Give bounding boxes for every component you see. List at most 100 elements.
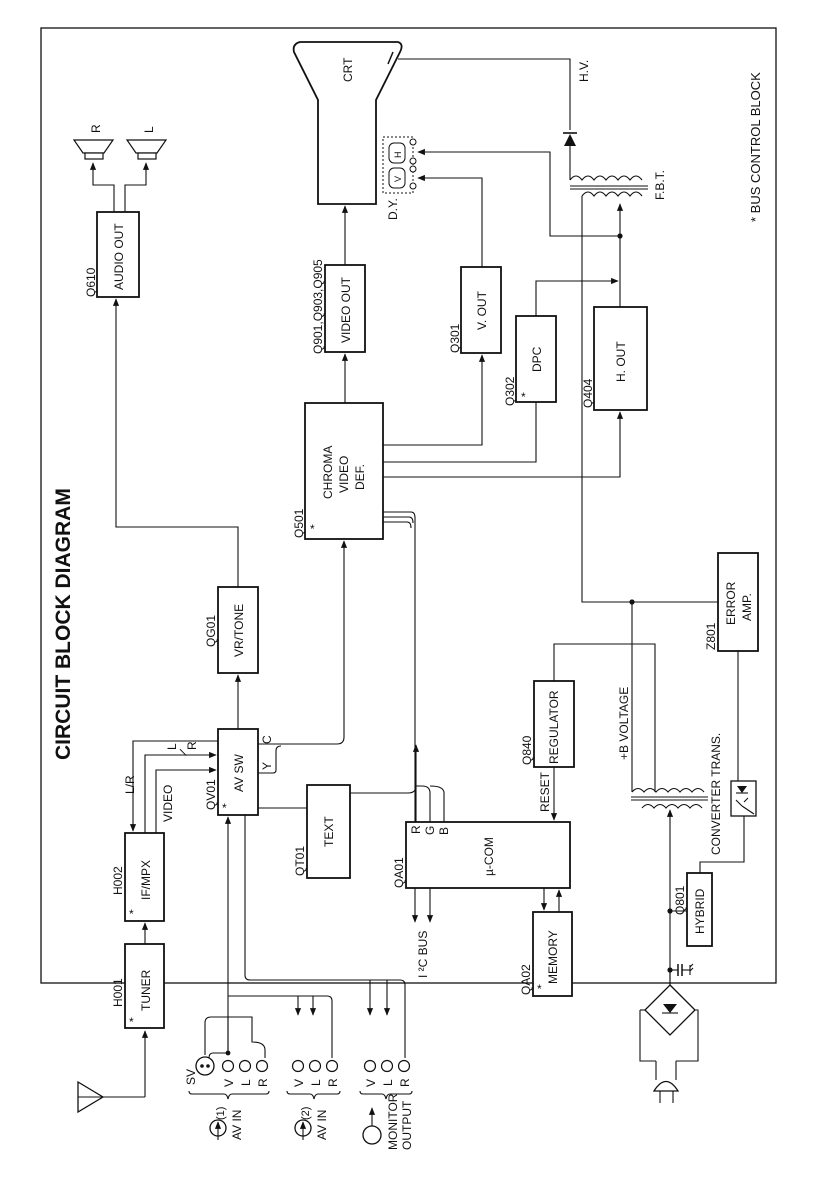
- l-r-slash-label: /: [176, 747, 190, 757]
- svg-text:MONITOR: MONITOR: [386, 1093, 400, 1150]
- b-voltage-label: +B VOLTAGE: [617, 687, 631, 760]
- hv-diode-icon: [563, 132, 577, 180]
- speaker-l-icon: L: [125, 126, 168, 160]
- capacitor-ground-icon: [670, 963, 694, 976]
- converter-transformer-icon: [631, 787, 708, 809]
- svg-text:Q501: Q501: [292, 508, 306, 538]
- antenna-icon: [77, 1080, 105, 1114]
- diagram-title: CIRCUIT BLOCK DIAGRAM: [52, 488, 75, 760]
- block-v-out: V. OUT Q301: [448, 266, 502, 354]
- block-regulator: REGULATOR Q840: [520, 680, 575, 768]
- block-hybrid: HYBRID Q801: [673, 872, 713, 947]
- svg-text:B: B: [437, 827, 451, 835]
- svg-text:REGULATOR: REGULATOR: [547, 690, 561, 764]
- svg-text:R: R: [409, 825, 423, 834]
- block-ucom: µ-COM QA01 R G B: [392, 821, 571, 889]
- block-vr-tone: VR/TONE QG01: [204, 586, 259, 674]
- converter-trans-label: CONVERTER TRANS.: [709, 733, 723, 855]
- svg-text:*: *: [222, 801, 227, 815]
- video-label: VIDEO: [161, 785, 175, 822]
- svg-text:TUNER: TUNER: [139, 969, 153, 1011]
- block-dpc: DPC Q302 *: [503, 315, 557, 406]
- svg-text:(1): (1): [215, 1107, 227, 1120]
- svg-text:Q801: Q801: [673, 885, 687, 915]
- svg-text:R: R: [398, 1078, 412, 1087]
- svg-text:*: *: [310, 522, 315, 536]
- av-in-1-connector: SV V L R (1) AV IN: [184, 1056, 270, 1140]
- reset-label: RESET: [538, 771, 552, 812]
- svg-text:*: *: [129, 1015, 134, 1029]
- svg-text:DEF.: DEF.: [353, 464, 367, 490]
- svg-text:QG01: QG01: [204, 615, 218, 647]
- svg-text:*: *: [521, 390, 526, 404]
- svg-text:C: C: [260, 735, 274, 744]
- svg-text:µ-COM: µ-COM: [482, 837, 496, 876]
- svg-text:QA02: QA02: [519, 964, 533, 995]
- i2c-bus-label: I ²C BUS: [416, 931, 430, 978]
- svg-text:*: *: [537, 982, 542, 996]
- block-tuner: TUNER H001 *: [111, 943, 165, 1029]
- block-h-out: H. OUT Q404: [581, 306, 648, 411]
- block-video-out: VIDEO OUT Q901,Q903,Q905: [311, 259, 366, 354]
- speaker-r-icon: R: [72, 124, 115, 160]
- svg-text:Q404: Q404: [581, 378, 595, 408]
- svg-text:R: R: [326, 1078, 340, 1087]
- fbt-transformer-icon: [569, 175, 648, 197]
- l-r-r-label: R: [185, 741, 199, 750]
- diagram-frame: [40, 27, 777, 984]
- svg-text:V: V: [292, 1079, 306, 1087]
- svg-text:Q301: Q301: [448, 323, 462, 353]
- svg-text:AMP.: AMP.: [740, 593, 754, 621]
- hv-label: H.V.: [577, 60, 591, 82]
- deflection-yoke-icon: H V: [382, 136, 417, 194]
- photocoupler-icon: [730, 780, 757, 817]
- block-text: TEXT QT01: [293, 784, 351, 879]
- svg-text:VIDEO OUT: VIDEO OUT: [339, 276, 353, 343]
- svg-text:L: L: [239, 1079, 253, 1086]
- block-chroma-video-def: CHROMA VIDEO DEF. Q501 *: [292, 402, 384, 540]
- block-error-amp: ERROR AMP. Z801: [704, 552, 759, 652]
- av-in-2-connector: V L R (2) AV IN: [286, 1059, 341, 1140]
- svg-text:H001: H001: [111, 978, 125, 1007]
- svg-text:V: V: [222, 1079, 236, 1087]
- block-memory: MEMORY QA02 *: [519, 911, 573, 997]
- crt-tube: CRT: [292, 41, 403, 205]
- fbt-label: F.B.T.: [653, 170, 667, 200]
- svg-text:L: L: [381, 1079, 395, 1086]
- block-av-sw: AV SW QV01 * C Y: [204, 728, 274, 816]
- lr-label: L/R: [123, 775, 137, 794]
- svg-text:H: H: [393, 152, 403, 159]
- bus-control-note-text: * BUS CONTROL BLOCK: [748, 72, 763, 222]
- svg-text:R: R: [256, 1078, 270, 1087]
- svg-text:DPC: DPC: [530, 346, 544, 372]
- svg-text:HYBRID: HYBRID: [693, 888, 707, 934]
- bridge-rectifier-icon: [639, 972, 699, 1062]
- svg-text:Q610: Q610: [84, 267, 98, 297]
- svg-text:Q840: Q840: [520, 735, 534, 765]
- svg-text:V: V: [364, 1079, 378, 1087]
- svg-text:ERROR: ERROR: [724, 581, 738, 625]
- svg-text:TEXT: TEXT: [322, 816, 336, 847]
- svg-text:R: R: [89, 124, 103, 133]
- svg-text:VR/TONE: VR/TONE: [232, 604, 246, 657]
- svg-text:L: L: [142, 126, 156, 133]
- svg-text:CRT: CRT: [341, 57, 355, 82]
- svg-text:CHROMA: CHROMA: [321, 446, 335, 499]
- svg-text:OUTPUT: OUTPUT: [400, 1100, 414, 1150]
- monitor-output-connector: V L R MONITOR OUTPUT: [359, 1059, 414, 1150]
- svg-text:VIDEO: VIDEO: [337, 456, 351, 493]
- svg-text:MEMORY: MEMORY: [546, 930, 560, 984]
- svg-text:G: G: [423, 826, 437, 835]
- svg-text:AV IN: AV IN: [230, 1110, 244, 1140]
- block-audio-out: AUDIO OUT Q610: [84, 211, 140, 298]
- l-r-stack-label: L: [165, 743, 179, 750]
- svg-text:Y: Y: [260, 762, 274, 770]
- svg-text:QV01: QV01: [204, 779, 218, 810]
- svg-text:Q302: Q302: [503, 376, 517, 406]
- svg-text:V. OUT: V. OUT: [475, 290, 489, 330]
- svg-text:SV: SV: [184, 1069, 198, 1085]
- block-if-mpx: IF/MPX H002 *: [111, 832, 165, 922]
- svg-text:AV SW: AV SW: [232, 754, 246, 792]
- svg-text:QA01: QA01: [392, 857, 406, 888]
